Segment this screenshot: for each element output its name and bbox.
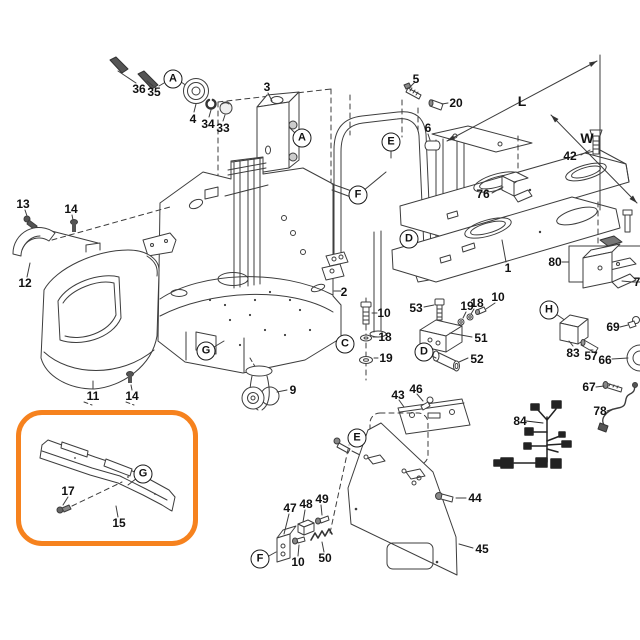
- panel-group-45: [334, 394, 473, 575]
- highlight-box: [16, 410, 198, 546]
- electrics-group-h: [556, 314, 640, 432]
- bracket-group-80: [562, 202, 640, 288]
- chassis-2: [158, 157, 341, 373]
- caster-9: [242, 358, 287, 410]
- roller-group-d: [420, 299, 495, 371]
- bumper-group-15: [40, 402, 175, 517]
- wiring-harness-84: [494, 401, 571, 468]
- fork-frame-1: [392, 55, 637, 282]
- latch-group-f: [267, 445, 349, 562]
- bolt-washer-group-c: [360, 298, 379, 380]
- covers-group: [13, 207, 176, 390]
- bracket-3: [218, 89, 331, 236]
- pulley-parts-group: [110, 57, 232, 121]
